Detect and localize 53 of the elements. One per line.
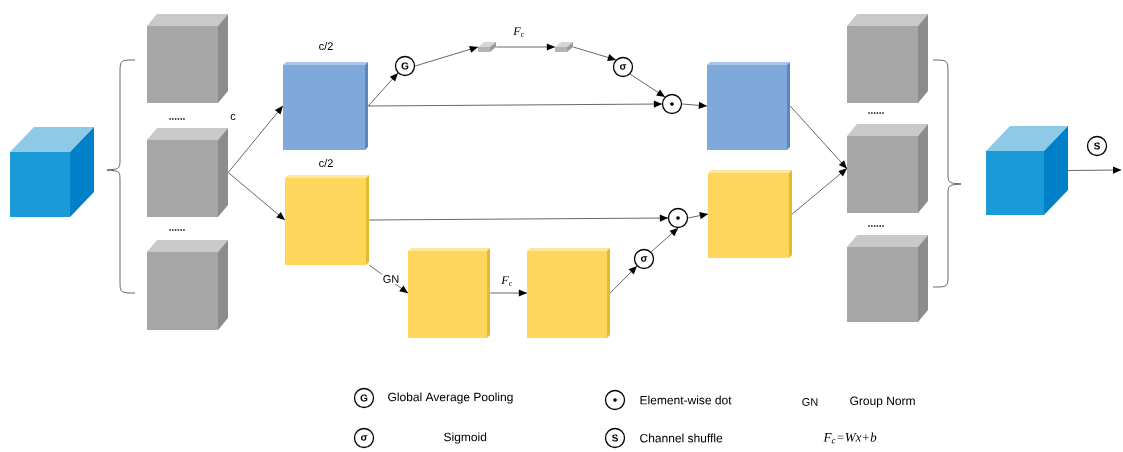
feature-map xyxy=(708,170,792,258)
arrow xyxy=(789,105,848,169)
arrow xyxy=(227,172,286,221)
feature-map xyxy=(283,62,368,150)
ellipsis: ...... xyxy=(169,229,185,231)
channel-label: c/2 xyxy=(319,158,333,168)
formula-text: F$_{c}$=Wx+b xyxy=(823,432,877,444)
dot-operator-circle xyxy=(661,93,683,115)
vector-bar xyxy=(555,42,573,52)
arrow xyxy=(609,265,638,294)
edge-label: GN xyxy=(381,274,401,284)
feature-map xyxy=(707,62,790,150)
arrow xyxy=(681,101,708,109)
cube xyxy=(147,14,228,103)
arrow xyxy=(367,100,663,108)
ellipsis: ...... xyxy=(868,225,884,227)
legend-symbol: GN xyxy=(802,398,818,406)
legend-text: Element-wise dot xyxy=(640,395,732,405)
vector-bar xyxy=(478,42,496,52)
feature-map xyxy=(527,248,610,338)
ellipsis: ...... xyxy=(868,112,884,114)
edge-label: F$_{c}$ xyxy=(512,26,526,38)
cube xyxy=(986,126,1068,215)
channel-label: c/2 xyxy=(319,41,333,51)
cube xyxy=(10,127,94,217)
channel-label: c xyxy=(230,114,236,120)
arrow xyxy=(629,73,666,98)
cube xyxy=(847,235,928,322)
arrow xyxy=(368,264,409,294)
arrow xyxy=(227,105,284,173)
arrow xyxy=(489,289,528,297)
legend-text: Channel shuffle xyxy=(640,433,723,443)
edge-label: F$_{c}$ xyxy=(500,275,514,287)
arrow xyxy=(368,214,669,222)
cube xyxy=(847,124,928,213)
legend-text: Sigmoid xyxy=(444,432,487,444)
feature-map xyxy=(285,175,369,265)
legend-text: Group Norm xyxy=(850,396,915,408)
arrow xyxy=(495,43,556,51)
arrow xyxy=(687,212,709,220)
arrow xyxy=(650,227,679,253)
arrow xyxy=(572,46,617,61)
cube xyxy=(147,128,228,217)
dot-operator-circle xyxy=(667,207,689,229)
ellipsis: ...... xyxy=(169,118,185,120)
arrow xyxy=(791,168,848,215)
arrow xyxy=(414,45,479,67)
legend-text: Global Average Pooling xyxy=(388,392,513,404)
cube xyxy=(147,240,228,330)
arrow xyxy=(367,72,399,107)
arrow xyxy=(1067,166,1122,174)
feature-map xyxy=(408,248,490,338)
cube xyxy=(847,14,928,103)
